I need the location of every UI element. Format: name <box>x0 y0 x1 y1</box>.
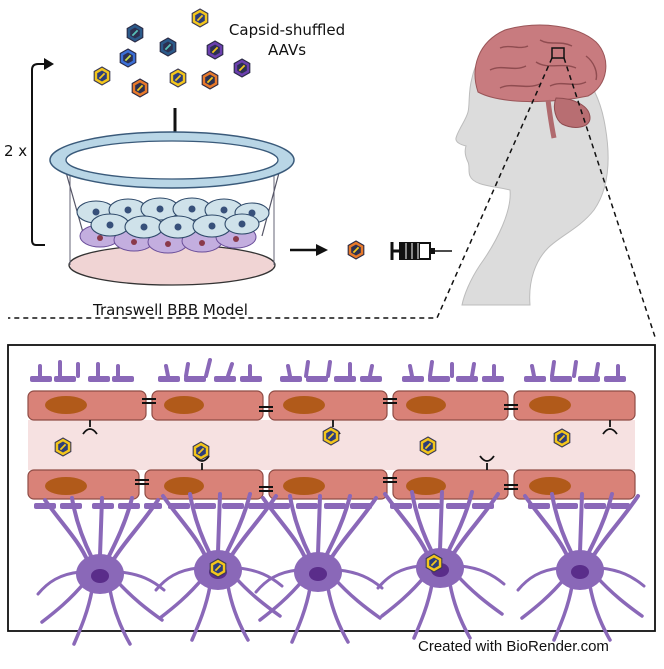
aav-capsid-icon <box>169 68 187 88</box>
cycle-arrow <box>31 63 48 246</box>
brain-icon <box>474 24 607 103</box>
cerebellum <box>553 97 591 128</box>
transwell-opening <box>65 140 279 180</box>
aav-capsid-icon <box>419 436 437 456</box>
arrow-head <box>316 244 328 256</box>
aav-capsid-icon <box>206 40 224 60</box>
credit-label: Created with BioRender.com <box>418 638 609 655</box>
zoom-box <box>551 47 565 59</box>
syringe-icon <box>390 242 452 260</box>
cycle-arrow-head <box>44 58 54 70</box>
receptor-icon <box>82 420 618 470</box>
aav-capsid-icon <box>233 58 251 78</box>
aav-capsid-icon <box>322 426 340 446</box>
aav-capsid-icon <box>191 8 209 28</box>
transwell-label: Transwell BBB Model <box>93 301 248 319</box>
aav-capsid-icon <box>131 78 149 98</box>
astrocyte-endfeet-top <box>30 358 626 382</box>
endothelium-bottom <box>27 469 636 500</box>
aav-capsid-icon <box>54 437 72 457</box>
aav-capsid-icon <box>93 66 111 86</box>
astrocyte-endfeet-bottom <box>34 503 630 509</box>
aav-capsid-icon <box>201 70 219 90</box>
human-head-icon <box>455 24 609 306</box>
aav-library-label-line2: AAVs <box>267 41 307 59</box>
aav-capsid-icon <box>159 37 177 57</box>
endothelium-top <box>27 390 636 421</box>
aav-capsid-icon <box>119 48 137 68</box>
aav-capsid-icon <box>126 23 144 43</box>
aav-capsid-icon <box>425 553 443 573</box>
zoom-line-left <box>8 57 553 319</box>
zoom-line-right <box>563 57 657 341</box>
cycle-count-label: 2 x <box>4 142 28 160</box>
transwell-insert <box>49 131 295 286</box>
aav-capsid-icon <box>209 558 227 578</box>
aav-library-label-line1: Capsid-shuffled <box>228 21 346 39</box>
aav-capsid-icon <box>553 428 571 448</box>
aav-capsid-icon <box>192 441 210 461</box>
endothelial-layer <box>76 197 270 239</box>
aav-library-label: Capsid-shuffled AAVs <box>222 20 352 60</box>
aav-capsid-icon <box>347 240 365 260</box>
tight-junctions <box>135 398 518 492</box>
